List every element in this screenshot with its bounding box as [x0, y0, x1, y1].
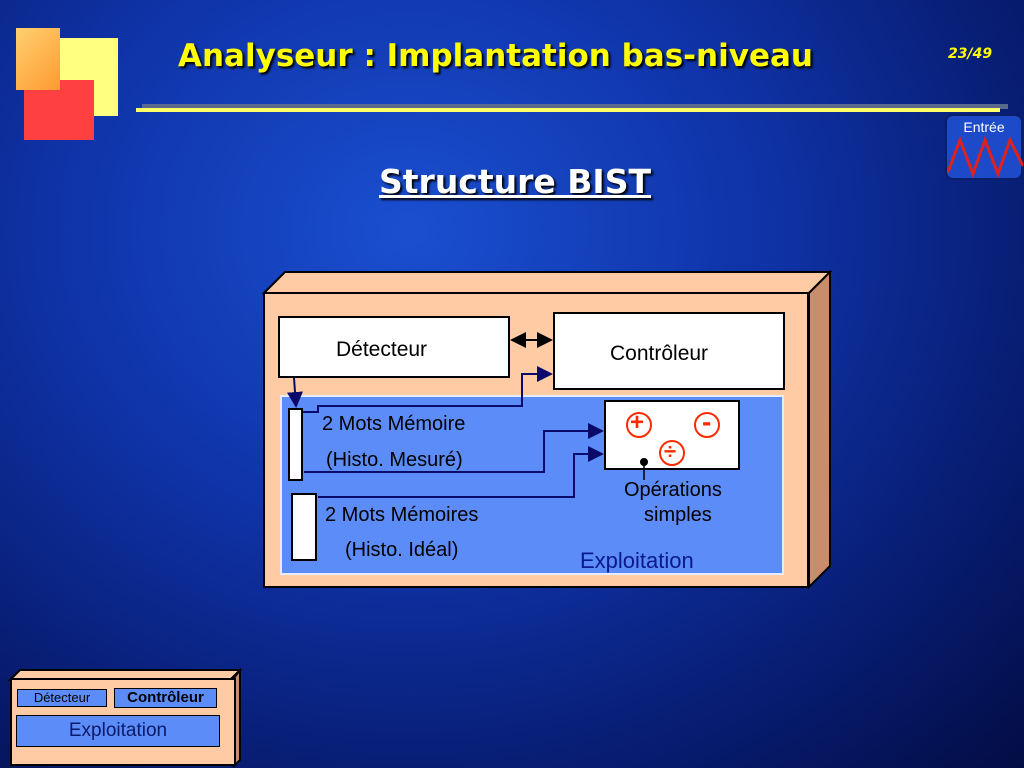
minimap-3d-edges	[8, 668, 242, 768]
controleur-label: Contrôleur	[610, 342, 709, 365]
operations-label-line2: simples	[644, 504, 712, 526]
title-rule-shadow	[142, 104, 1008, 109]
title-rule	[136, 108, 1000, 112]
memoire-ideal-line1: 2 Mots Mémoires	[325, 504, 479, 526]
entree-button[interactable]: Entrée	[945, 114, 1023, 180]
detecteur-label: Détecteur	[336, 338, 428, 361]
slide-title: Analyseur : Implantation bas-niveau	[178, 38, 813, 74]
minimap-exploitation-link[interactable]: Exploitation	[16, 715, 220, 747]
entree-button-label: Entrée	[963, 119, 1005, 135]
memory-bar-mesure	[288, 408, 303, 481]
minimap-controleur-link[interactable]: Contrôleur	[114, 688, 217, 708]
box-3d-edges	[261, 270, 833, 590]
divide-icon: ÷	[659, 440, 685, 466]
decor-square-orange	[16, 28, 60, 90]
exploitation-label: Exploitation	[580, 548, 694, 573]
page-number: 23/49	[948, 46, 993, 62]
controleur-box: Contrôleur	[553, 312, 785, 390]
memory-bar-ideal	[291, 493, 317, 561]
plus-icon: +	[626, 411, 652, 438]
decor-square-red	[24, 80, 94, 140]
minimap-detecteur-link[interactable]: Détecteur	[17, 689, 107, 707]
memoire-ideal-line2: (Histo. Idéal)	[345, 539, 459, 561]
operations-box: + - ÷	[604, 400, 740, 470]
minus-icon: -	[694, 408, 720, 438]
memoire-mesure-line2: (Histo. Mesuré)	[326, 449, 463, 471]
slide-subtitle: Structure BIST	[379, 162, 651, 201]
detecteur-box: Détecteur	[278, 316, 510, 378]
triangle-wave-icon	[947, 136, 1023, 178]
operations-label-line1: Opérations	[624, 479, 722, 501]
memoire-mesure-line1: 2 Mots Mémoire	[322, 413, 466, 435]
